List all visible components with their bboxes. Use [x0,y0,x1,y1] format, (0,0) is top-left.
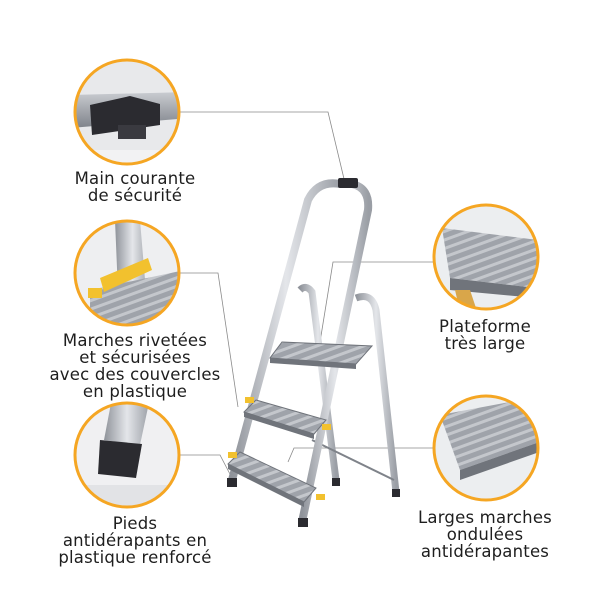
label-feet: Pieds antidérapants en plastique renforc… [58,514,212,567]
rear-leg-left [297,283,340,481]
detail-circle-platform [432,203,540,311]
leader-line-handrail [178,111,346,184]
leader-line-platform [319,261,434,343]
rear-leg-right [354,293,400,493]
detail-circle-handrail [73,58,181,166]
leader-line-rivets [178,272,239,408]
label-platform: Plateforme très large [439,317,531,353]
step-ladder [227,178,400,527]
front-rail-left [228,179,341,482]
step-bottom [227,451,317,503]
label-steps: Larges marches ondulées antidérapantes [418,508,552,561]
foot-rear-left [332,478,340,486]
label-rivets: Marches rivetées et sécurisées avec des … [49,331,221,401]
detail-circle-steps [432,394,540,502]
foot-rear-right [392,489,400,497]
foot-front-right [298,518,308,527]
label-handrail: Main courante de sécurité [74,169,196,205]
leader-line-feet [178,454,233,479]
leader-lines [178,111,434,479]
detail-circle-rivets [73,219,181,327]
leader-line-steps [287,447,434,463]
foot-front-left [227,478,237,487]
spreader-bar [311,439,395,481]
handrail-clip [338,178,358,188]
detail-circle-feet [73,401,181,509]
